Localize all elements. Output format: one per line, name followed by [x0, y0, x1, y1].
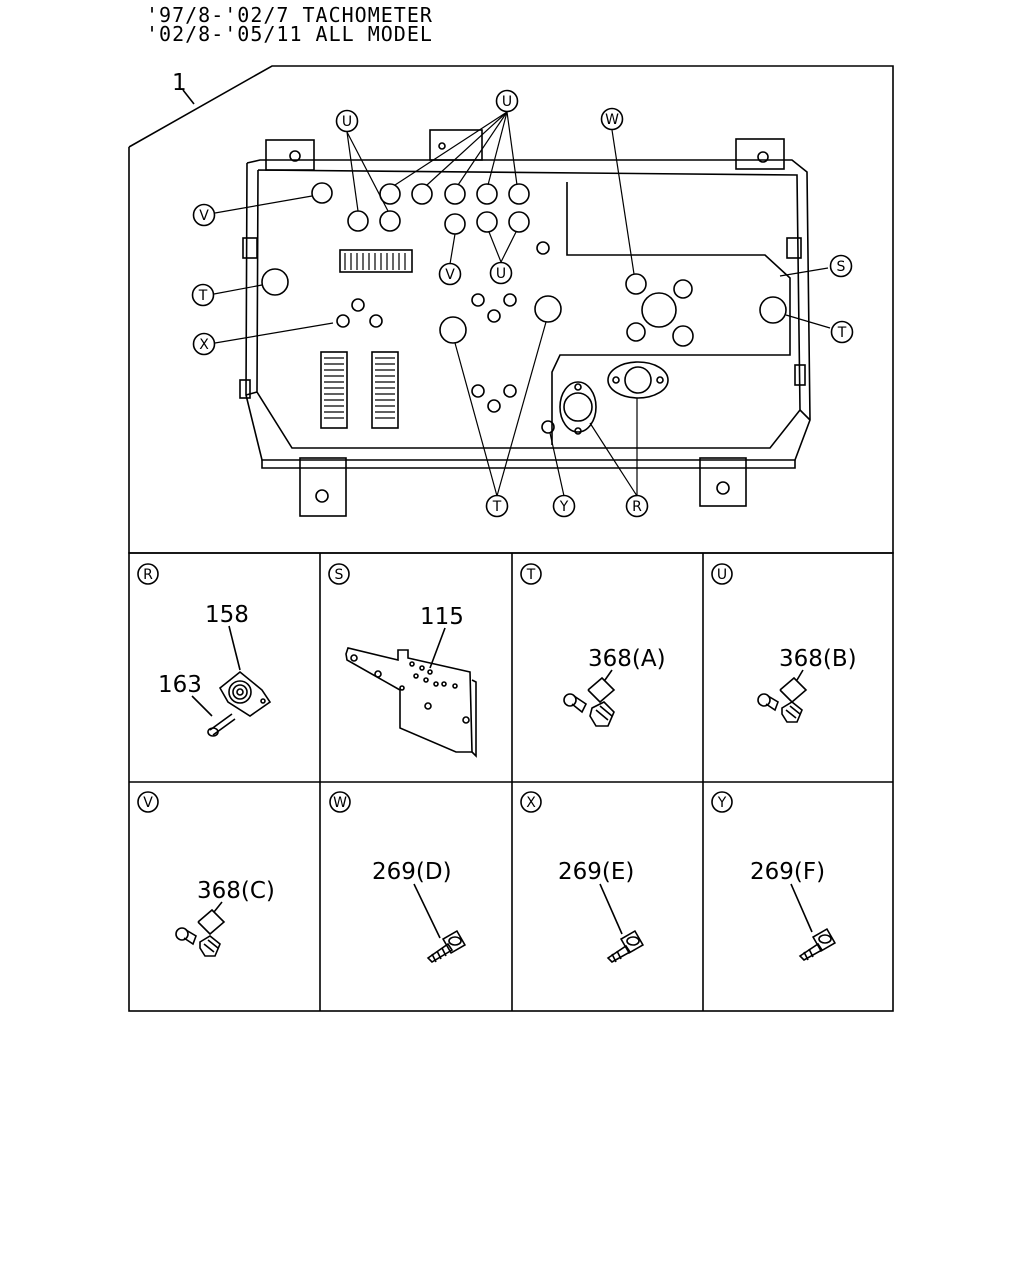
- callout-t-left: T: [191, 283, 215, 307]
- detail-w: W 269(D): [329, 791, 467, 964]
- callout-v-center: V: [438, 262, 462, 286]
- detail-t: T 368(A): [520, 563, 666, 727]
- screw-icon: [426, 929, 467, 964]
- detail-u-key: U: [717, 567, 727, 583]
- part-368c-label: 368(C): [197, 878, 275, 904]
- part-269d-label: 269(D): [372, 859, 452, 885]
- bulb-socket-icon: [218, 670, 272, 717]
- bulb-icon: [175, 927, 221, 957]
- bracket-plate-icon: [345, 647, 477, 758]
- detail-t-key: T: [526, 567, 536, 583]
- svg-text:W: W: [605, 112, 619, 128]
- detail-u: U 368(B): [711, 563, 857, 723]
- detail-r-key: R: [143, 567, 153, 583]
- part-163-label: 163: [158, 672, 202, 698]
- callout-y: Y: [552, 494, 576, 518]
- part-368b-label: 368(B): [779, 646, 857, 672]
- cluster-housing: [239, 129, 811, 517]
- detail-grid: [128, 552, 894, 1012]
- svg-text:V: V: [445, 267, 455, 283]
- callout-r: R: [625, 494, 649, 518]
- svg-text:U: U: [502, 94, 512, 110]
- callout-t-right: T: [830, 320, 854, 344]
- detail-v: V 368(C): [137, 791, 275, 957]
- detail-v-key: V: [143, 795, 153, 811]
- callout-v-left: V: [192, 203, 216, 227]
- header-line-1: '97/8-'02/7 TACHOMETER: [146, 3, 433, 27]
- leader-lines: [213, 111, 831, 497]
- svg-text:U: U: [496, 266, 506, 282]
- part-158-label: 158: [205, 602, 249, 628]
- part-368a-label: 368(A): [588, 646, 666, 672]
- part-269f-label: 269(F): [750, 859, 825, 885]
- callout-u-top: U: [495, 89, 519, 113]
- assembly-ref-label: 1: [172, 70, 187, 96]
- callout-u-center: U: [489, 261, 513, 285]
- callout-u-left: U: [335, 109, 359, 133]
- detail-s: S 115: [328, 563, 477, 758]
- svg-text:Y: Y: [559, 499, 569, 515]
- svg-text:S: S: [837, 259, 846, 275]
- bulb-icon: [757, 693, 803, 723]
- svg-text:U: U: [342, 114, 352, 130]
- part-115-label: 115: [420, 604, 464, 630]
- callout-x: X: [192, 332, 216, 356]
- detail-y-key: Y: [717, 795, 727, 811]
- callout-w: W: [600, 107, 624, 131]
- part-269e-label: 269(E): [558, 859, 634, 885]
- screw-icon: [207, 713, 236, 737]
- screw-icon: [606, 929, 645, 963]
- detail-x: X 269(E): [520, 791, 645, 963]
- screw-icon: [798, 927, 837, 961]
- bulb-icon: [563, 693, 615, 727]
- svg-text:V: V: [199, 208, 209, 224]
- svg-text:R: R: [632, 499, 642, 515]
- callout-s: S: [829, 254, 853, 278]
- svg-text:X: X: [199, 337, 209, 353]
- callout-t-bottom: T: [485, 494, 509, 518]
- detail-s-key: S: [335, 567, 344, 583]
- svg-text:T: T: [492, 499, 502, 515]
- detail-r: R 158 163: [137, 563, 272, 737]
- main-frame: 1: [128, 65, 894, 554]
- detail-y: Y 269(F): [711, 791, 837, 961]
- callout-bubbles: U U W V S T T V U X T Y R: [191, 89, 854, 518]
- detail-x-key: X: [526, 795, 536, 811]
- cluster-holes: [261, 182, 787, 435]
- svg-text:T: T: [198, 288, 208, 304]
- detail-w-key: W: [333, 795, 347, 811]
- header-line-2: '02/8-'05/11 ALL MODEL: [146, 22, 433, 46]
- svg-text:T: T: [837, 325, 847, 341]
